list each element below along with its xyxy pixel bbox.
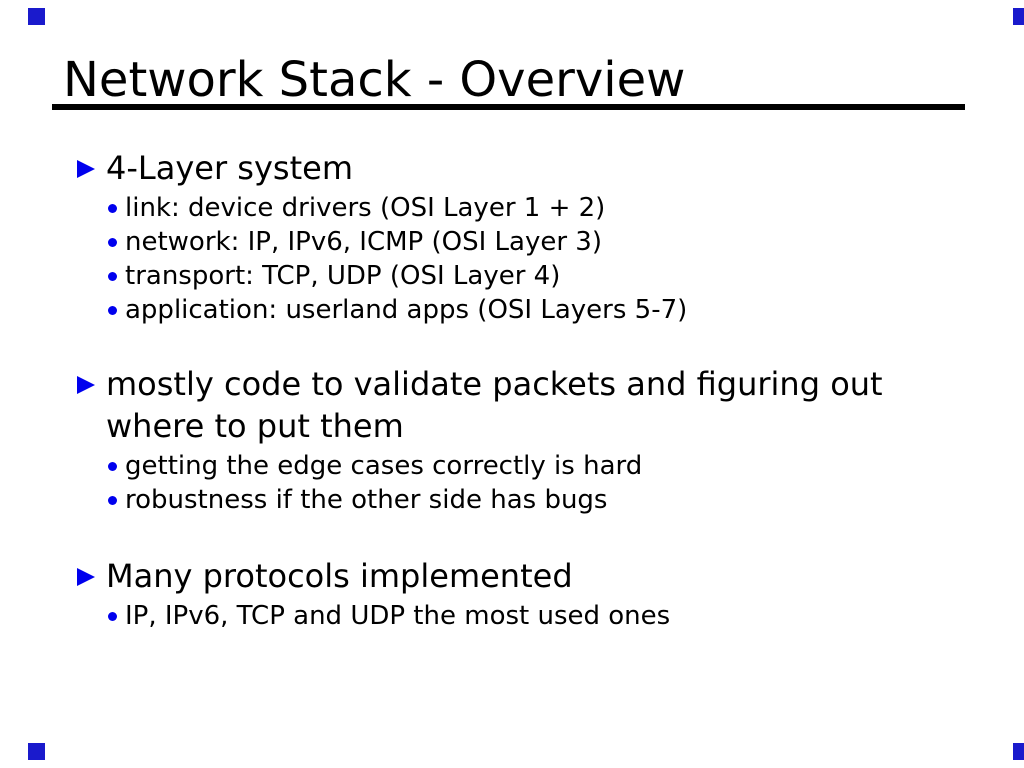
sub-bullet-item: IP, IPv6, TCP and UDP the most used ones [108,599,994,633]
sub-bullet-list: getting the edge cases correctly is hard… [108,449,994,517]
bullet-text: mostly code to validate packets and figu… [106,365,883,445]
sub-bullet-item: robustness if the other side has bugs [108,483,994,517]
dot-bullet-icon [108,272,117,281]
dot-bullet-icon [108,612,117,621]
corner-marker-top-left-icon [28,8,45,25]
sub-bullet-list: link: device drivers (OSI Layer 1 + 2) n… [108,191,994,327]
sub-bullet-item: getting the edge cases correctly is hard [108,449,994,483]
bullet-group-3: Many protocols implemented IP, IPv6, TCP… [77,555,994,633]
triangle-bullet-icon [77,376,95,394]
bullet-item: 4-Layer system [77,147,994,189]
sub-bullet-text: robustness if the other side has bugs [125,485,608,515]
corner-marker-top-right-icon [1013,8,1024,25]
bullet-item: mostly code to validate packets and figu… [77,363,994,447]
dot-bullet-icon [108,462,117,471]
sub-bullet-item: network: IP, IPv6, ICMP (OSI Layer 3) [108,225,994,259]
sub-bullet-text: transport: TCP, UDP (OSI Layer 4) [125,261,561,291]
bullet-group-1: 4-Layer system link: device drivers (OSI… [77,147,994,327]
sub-bullet-list: IP, IPv6, TCP and UDP the most used ones [108,599,994,633]
sub-bullet-text: network: IP, IPv6, ICMP (OSI Layer 3) [125,227,602,257]
sub-bullet-text: getting the edge cases correctly is hard [125,451,643,481]
dot-bullet-icon [108,204,117,213]
sub-bullet-item: link: device drivers (OSI Layer 1 + 2) [108,191,994,225]
sub-bullet-item: application: userland apps (OSI Layers 5… [108,293,994,327]
sub-bullet-text: link: device drivers (OSI Layer 1 + 2) [125,193,606,223]
bullet-group-2: mostly code to validate packets and figu… [77,363,994,517]
corner-marker-bottom-right-icon [1013,743,1024,760]
sub-bullet-text: application: userland apps (OSI Layers 5… [125,295,688,325]
dot-bullet-icon [108,238,117,247]
bullet-text: Many protocols implemented [106,557,573,595]
bullet-text: 4-Layer system [106,149,353,187]
dot-bullet-icon [108,306,117,315]
triangle-bullet-icon [77,568,95,586]
triangle-bullet-icon [77,160,95,178]
title-underline [52,104,965,110]
corner-marker-bottom-left-icon [28,743,45,760]
dot-bullet-icon [108,496,117,505]
bullet-item: Many protocols implemented [77,555,994,597]
sub-bullet-item: transport: TCP, UDP (OSI Layer 4) [108,259,994,293]
slide-title: Network Stack - Overview [63,52,686,108]
sub-bullet-text: IP, IPv6, TCP and UDP the most used ones [125,601,671,631]
